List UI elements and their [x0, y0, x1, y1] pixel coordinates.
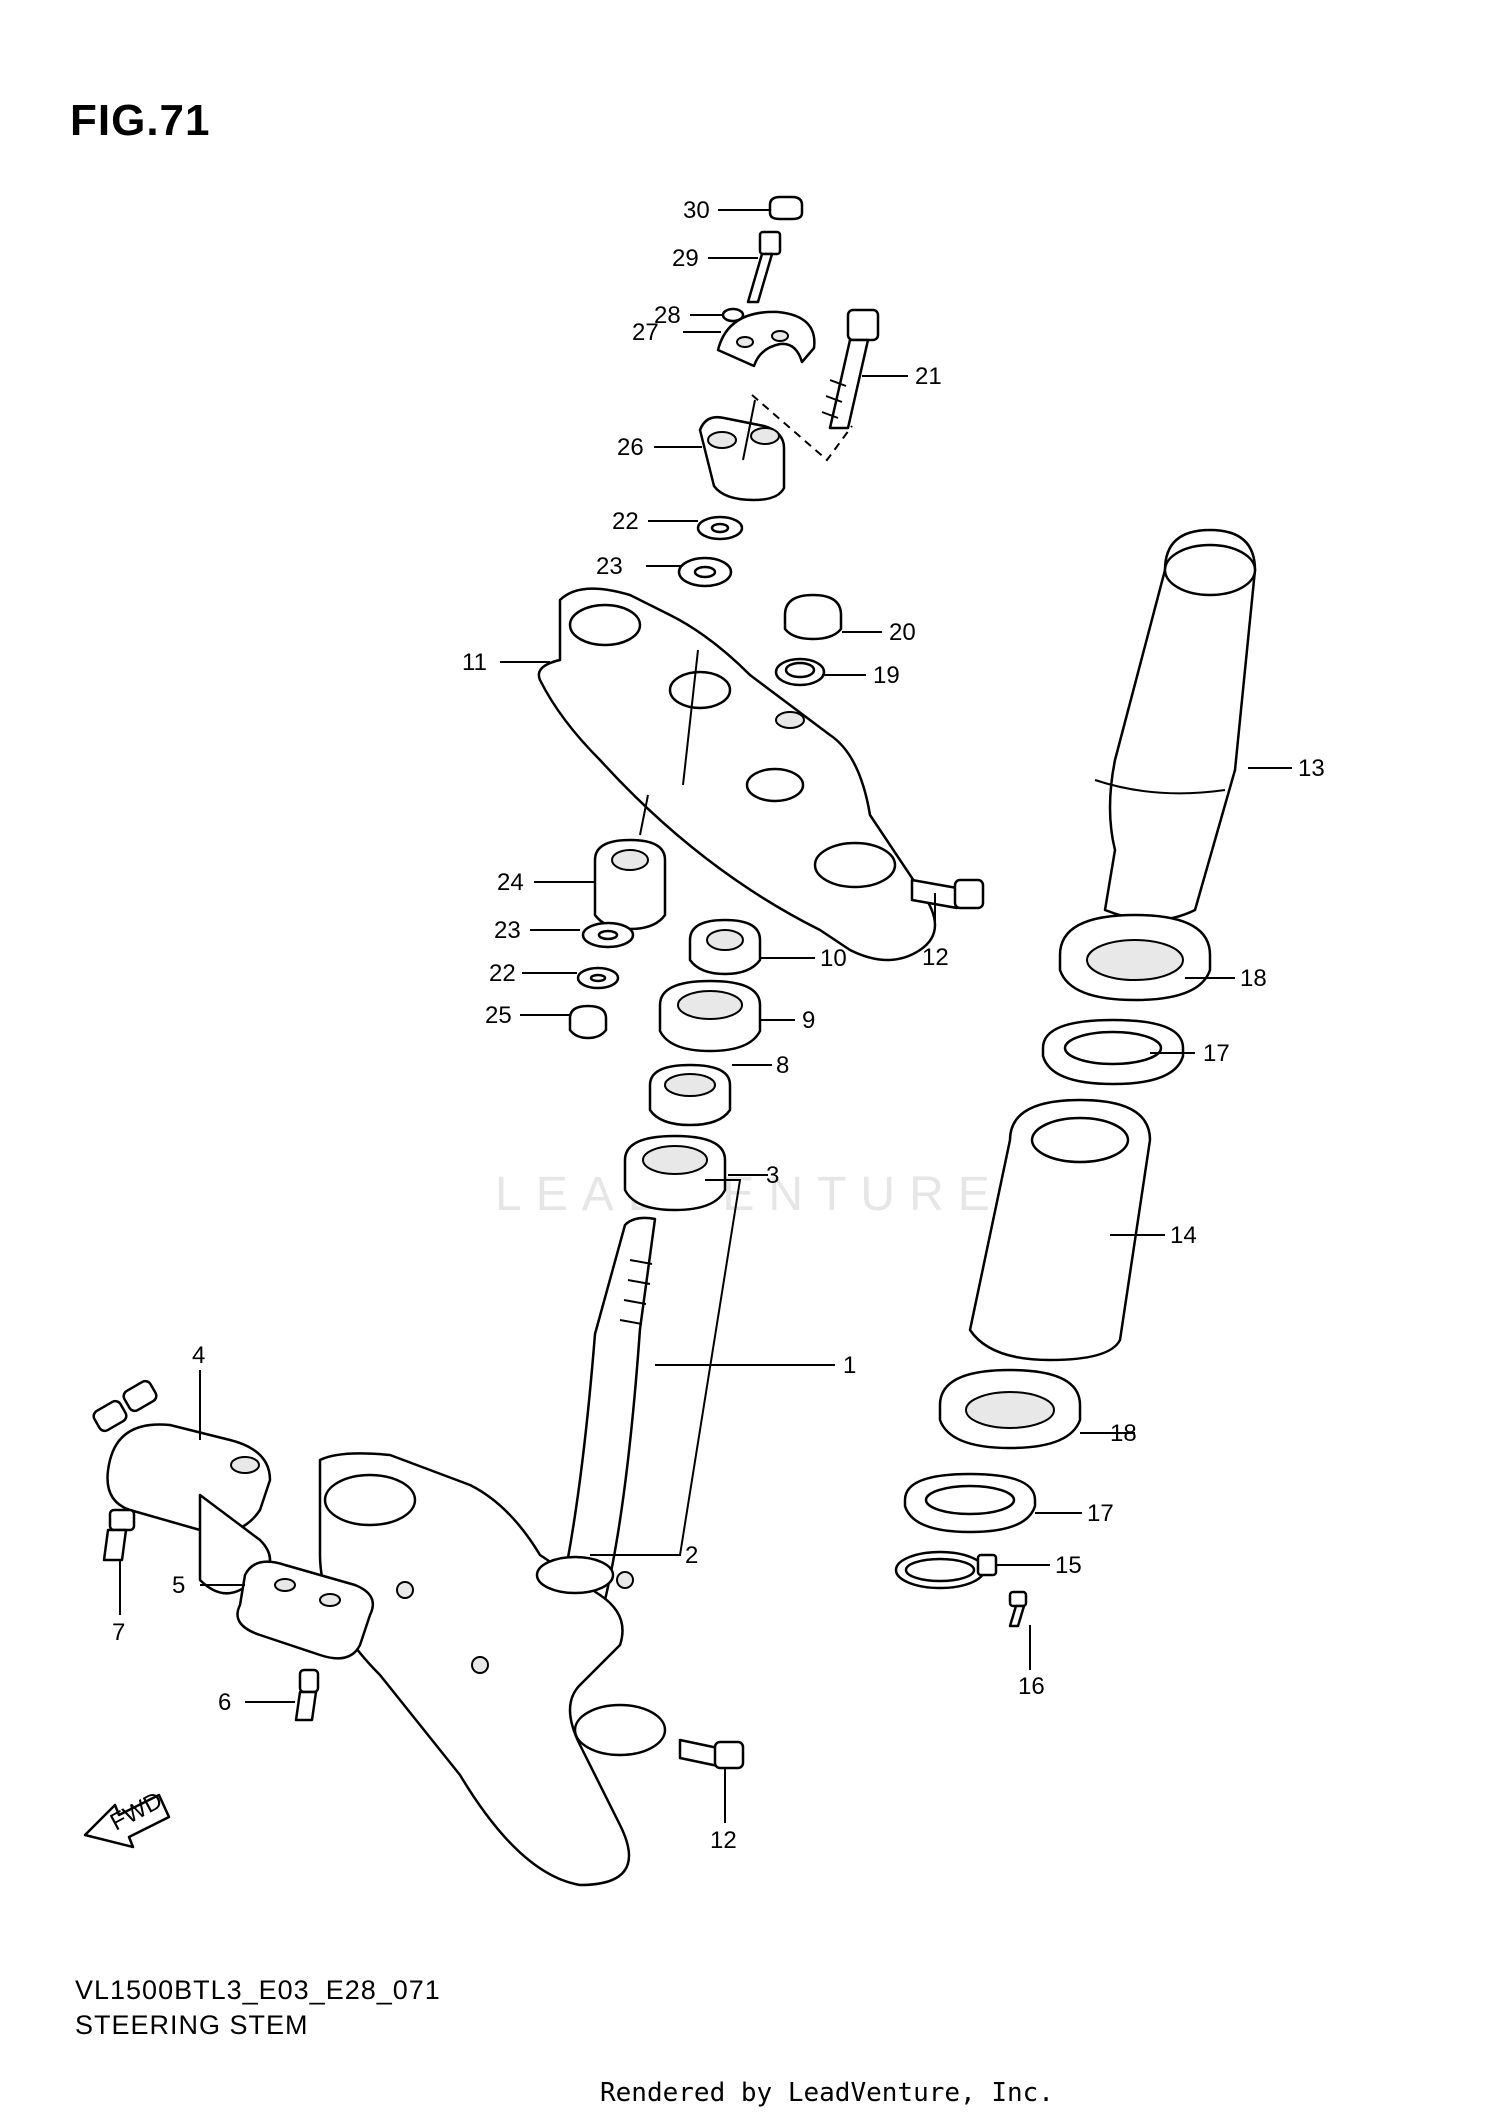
callout-17-bottom: 17: [1087, 1500, 1114, 1527]
callout-24: 24: [497, 869, 524, 896]
callout-4: 4: [192, 1342, 205, 1369]
callout-30: 30: [683, 197, 710, 224]
callout-6: 6: [218, 1689, 231, 1716]
render-credit: Rendered by LeadVenture, Inc.: [600, 2078, 1054, 2108]
part-9-seal: [658, 979, 762, 1053]
callout-12-bottom: 12: [710, 1827, 737, 1854]
part-22-washer-top: [696, 515, 744, 541]
callout-18-top: 18: [1240, 965, 1267, 992]
callout-23-top: 23: [596, 553, 623, 580]
watermark-text: LEADVENTURE: [495, 1168, 1004, 1221]
part-16-screw: [1008, 1590, 1028, 1628]
part-19-ring: [774, 657, 826, 687]
part-17-ring-bottom: [903, 1472, 1037, 1534]
part-12-bolt-bottom: [678, 1738, 745, 1770]
part-15-clamp: [894, 1550, 998, 1590]
part-10-nut: [688, 918, 762, 976]
part-11-upper-bracket: [537, 587, 937, 962]
guide-line-24: [639, 794, 649, 836]
callout-15: 15: [1055, 1552, 1082, 1579]
guide-line-11: [682, 649, 699, 786]
part-26-holder: [698, 399, 786, 502]
callout-10: 10: [820, 945, 847, 972]
callout-23-mid: 23: [494, 917, 521, 944]
callout-26: 26: [617, 434, 644, 461]
part-5-cover: [236, 1560, 375, 1660]
leader-lines: [119, 209, 1292, 1823]
callout-22-mid: 22: [489, 960, 516, 987]
part-24-damper: [593, 838, 667, 931]
callout-11: 11: [462, 649, 487, 676]
callout-14: 14: [1170, 1222, 1197, 1249]
part-2-lower-bracket: [318, 1452, 667, 1887]
fwd-arrow: FWD: [83, 1787, 171, 1849]
part-6-bolt: [294, 1668, 320, 1722]
part-18-cover-top: [1058, 913, 1212, 1002]
callout-22-top: 22: [612, 508, 639, 535]
callout-2: 2: [685, 1542, 698, 1569]
callout-19: 19: [873, 662, 900, 689]
part-17-ring-top: [1041, 1018, 1185, 1086]
part-22-washer-mid: [576, 966, 620, 990]
callout-16: 16: [1018, 1673, 1045, 1700]
callout-29: 29: [672, 245, 699, 272]
part-14-lower-cover: [968, 1098, 1152, 1362]
callout-17-top: 17: [1203, 1040, 1230, 1067]
callout-5: 5: [172, 1572, 185, 1599]
dashed-connector-21-26: [751, 394, 853, 462]
part-27-clamp: [716, 310, 816, 368]
part-21-long-bolt: [821, 308, 880, 430]
callout-25: 25: [485, 1002, 512, 1029]
part-20-cap: [783, 593, 843, 641]
callout-20: 20: [889, 619, 916, 646]
callout-12-top: 12: [922, 944, 949, 971]
callout-18-bottom: 18: [1110, 1420, 1137, 1447]
callout-21: 21: [915, 363, 942, 390]
part-13-upper-cover: [1094, 528, 1257, 922]
model-code: VL1500BTL3_E03_E28_071: [75, 1975, 441, 2005]
part-23-washer-top: [677, 556, 733, 588]
callout-28: 28: [654, 302, 681, 329]
callout-7: 7: [112, 1619, 125, 1646]
part-23-washer-mid: [581, 921, 635, 949]
callout-13: 13: [1298, 755, 1325, 782]
part-30-cap: [768, 195, 804, 221]
callout-8: 8: [776, 1052, 789, 1079]
part-3-bearing: [623, 1134, 727, 1212]
callout-1: 1: [843, 1352, 856, 1379]
callout-labels: 30 29 28 27 21 26 22 23 20 19 11 13 24 1…: [112, 197, 1325, 1854]
part-4-steering-lock: [92, 1379, 272, 1595]
section-title: STEERING STEM: [75, 2010, 309, 2040]
callout-27: 27: [632, 319, 659, 346]
figure-title: FIG.71: [70, 96, 211, 145]
part-8-bearing: [648, 1063, 732, 1127]
part-7-bolt: [102, 1508, 136, 1562]
part-18-cover-bottom: [938, 1368, 1082, 1450]
callout-3: 3: [766, 1162, 779, 1189]
part-29-bolt: [746, 230, 782, 304]
callout-9: 9: [802, 1007, 815, 1034]
part-25-nut: [568, 1004, 608, 1040]
